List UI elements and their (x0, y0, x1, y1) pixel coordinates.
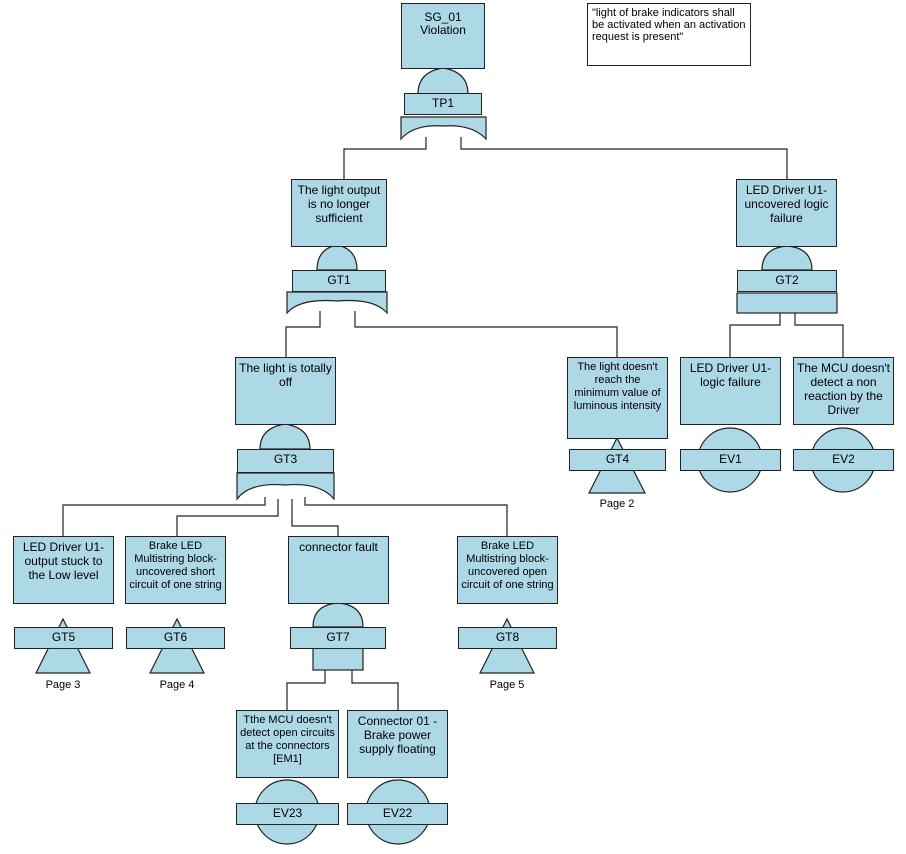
event-top-sg01[interactable]: SG_01 Violation (401, 3, 485, 69)
requirement-note: "light of brake indicators shall be acti… (587, 3, 751, 66)
event-driver-logic[interactable]: LED Driver U1-logic failure (680, 357, 781, 425)
gate-label-gt3[interactable]: GT3 (237, 449, 334, 473)
line-gt3-gt5 (62, 497, 266, 538)
event-stuck-low[interactable]: LED Driver U1-output stuck to the Low le… (13, 536, 114, 604)
line-tp1-gt2 (460, 137, 788, 182)
line-gt2-ev2 (794, 313, 844, 358)
gate-dome-gt7 (312, 602, 364, 628)
gate-dome-gt1 (316, 244, 358, 271)
event-min-intensity[interactable]: The light doesn't reach the minimum valu… (567, 357, 668, 439)
gate-label-gt6[interactable]: GT6 (126, 627, 225, 649)
gate-dome-gt2 (761, 245, 813, 271)
and-gate-gt7-body (312, 647, 364, 671)
basic-event-label-ev2[interactable]: EV2 (793, 449, 894, 471)
event-connector-floating[interactable]: Connector 01 - Brake power supply floati… (347, 710, 448, 778)
line-gt7-ev23 (286, 670, 326, 712)
gate-dome-tp1 (417, 67, 469, 95)
line-gt2-ev1 (729, 313, 781, 358)
gate-label-gt1[interactable]: GT1 (292, 270, 386, 292)
line-gt3-gt6 (176, 499, 279, 538)
line-gt3-gt8 (304, 497, 508, 538)
gate-label-gt5[interactable]: GT5 (14, 627, 113, 649)
event-light-output[interactable]: The light output is no longer sufficient (291, 179, 387, 247)
connector-lines (62, 137, 844, 712)
event-open-circuit[interactable]: Brake LED Multistring block-uncovered op… (457, 536, 558, 604)
or-gates (236, 116, 487, 501)
or-gate-tp1-symbol (400, 116, 487, 141)
basic-event-label-ev23[interactable]: EV23 (236, 803, 339, 825)
or-gate-gt1-symbol (286, 291, 388, 315)
event-mcu-open[interactable]: Tthe MCU doesn't detect open circuits at… (236, 710, 339, 778)
line-gt1-gt4 (354, 311, 618, 358)
basic-event-label-ev1[interactable]: EV1 (680, 449, 781, 471)
page-ref-gt6: Page 4 (159, 679, 195, 691)
event-short-circuit[interactable]: Brake LED Multistring block-uncovered sh… (125, 536, 226, 604)
gate-label-tp1[interactable]: TP1 (404, 93, 482, 115)
event-connector-fault[interactable]: connector fault (288, 536, 389, 604)
or-gate-gt3-symbol (236, 472, 335, 501)
page-ref-gt5: Page 3 (45, 679, 81, 691)
basic-event-label-ev22[interactable]: EV22 (347, 803, 448, 825)
and-gate-bottoms (312, 292, 838, 671)
gate-label-gt4[interactable]: GT4 (569, 449, 666, 471)
event-totally-off[interactable]: The light is totally off (235, 357, 336, 425)
gate-label-gt7[interactable]: GT7 (290, 627, 386, 649)
line-gt3-gt7 (291, 499, 339, 538)
line-gt7-ev22 (351, 670, 399, 712)
and-gate-gt2-body (736, 292, 838, 314)
gate-dome-gt3 (259, 423, 311, 450)
gate-label-gt2[interactable]: GT2 (737, 270, 837, 292)
page-ref-gt4: Page 2 (599, 498, 635, 510)
line-gt1-gt3 (285, 311, 321, 358)
gate-label-gt8[interactable]: GT8 (458, 627, 557, 649)
line-tp1-gt1 (343, 137, 427, 182)
event-driver-logic-uncovered[interactable]: LED Driver U1-uncovered logic failure (736, 179, 837, 247)
page-ref-gt8: Page 5 (489, 679, 525, 691)
event-mcu-no-reaction[interactable]: The MCU doesn't detect a non reaction by… (793, 357, 894, 425)
